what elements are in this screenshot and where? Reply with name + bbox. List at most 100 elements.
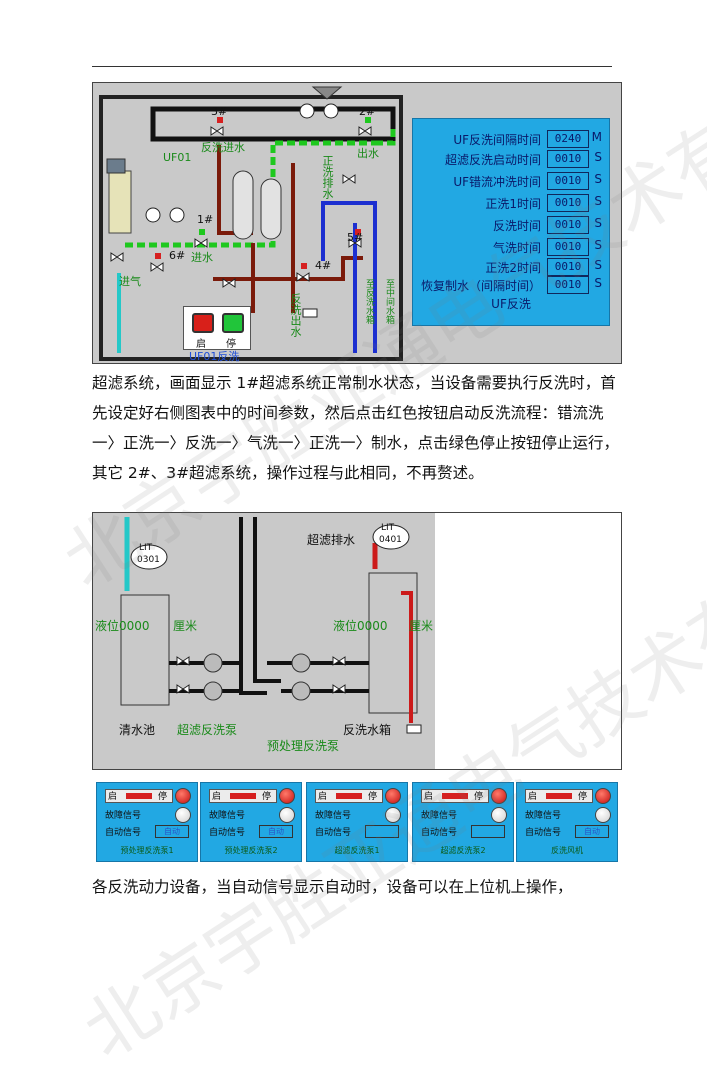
start-stop-bar[interactable]: 启停 [315,789,383,803]
valve-2-label: 出水 [357,147,379,160]
param-label: 正洗1时间 [485,197,541,211]
start-stop-bar[interactable]: 启停 [525,789,593,803]
uf-membrane-icon [232,170,254,240]
run-lamp-icon [175,788,191,804]
backwash-tank-label: 反洗水箱 [343,723,392,737]
forward-drain-label: 正洗排水 [321,155,334,199]
fault-lamp-icon [385,807,401,823]
run-lamp-icon [385,788,401,804]
fault-lamp-icon [595,807,611,823]
fault-signal-label: 故障信号 [421,811,458,821]
param-label: UF反洗间隔时间 [453,133,541,147]
param-value-input[interactable]: 0010 [547,150,589,168]
fault-lamp-icon [175,807,191,823]
valve-icon [176,684,190,694]
stop-button[interactable] [222,313,244,333]
auto-state-field: 自动 [155,825,189,838]
drain-tank-icon [406,724,422,734]
valve-9-icon [342,174,356,184]
running-indicator [126,793,152,799]
valve-1-number: 1# [197,213,214,226]
uf-backwash-parameter-panel: UF反洗间隔时间 0240 M 超滤反洗启动时间 0010 S UF错流冲洗时间… [412,118,610,326]
stop-label: 停 [262,792,272,802]
param-unit: S [594,172,602,186]
valve-2-indicator [365,117,371,123]
param-value-input[interactable]: 0240 [547,130,589,148]
uf-membrane-icon-2 [260,178,282,240]
auto-signal-label: 自动信号 [209,828,246,838]
start-label: 启 [318,792,328,802]
param-unit: S [594,258,602,272]
param-row: 气洗时间 0010 S [417,237,605,257]
pressure-gauge-icon [145,207,161,223]
backwash-tank-figure: LIT 0301 LIT 0401 超滤排水 液位0000 厘米 液位0000 … [92,512,622,770]
pretreatment-backwash-pump-label: 预处理反洗泵 [267,739,340,753]
pump-icon [203,681,223,701]
auto-signal-label: 自动信号 [315,828,352,838]
stop-label: 停 [474,792,484,802]
param-value-input[interactable]: 0010 [547,194,589,212]
uf01-control-box: 启 停 [183,306,251,350]
valve-3-label: 反洗进水 [201,141,245,154]
param-label: 恢复制水（间隔时间） [420,279,541,293]
valve-icon [176,656,190,666]
param-value-input[interactable]: 0010 [547,172,589,190]
param-value-input[interactable]: 0010 [547,238,589,256]
valve-7-icon [222,278,236,288]
start-button[interactable] [192,313,214,333]
device-panel: 启停 故障信号 自动信号 超滤反洗泵2 [412,782,514,862]
param-unit: M [591,130,602,144]
lit-0401-icon [372,524,410,550]
run-lamp-icon [595,788,611,804]
pressure-gauge-icon-3 [299,103,315,119]
param-value-input[interactable]: 0010 [547,258,589,276]
param-label: 气洗时间 [492,241,541,255]
lit-0301-tag: LIT [139,543,153,553]
blower-icon [311,86,343,100]
run-lamp-icon [279,788,295,804]
valve-1-label: 进水 [191,251,213,264]
pressure-gauge-icon-2 [169,207,185,223]
running-indicator [230,793,256,799]
param-label: 反洗时间 [492,219,541,233]
param-value-input[interactable]: 0010 [547,276,589,294]
valve-6-indicator [155,253,161,259]
start-stop-bar[interactable]: 启停 [105,789,173,803]
uf-backwash-pump-label: 超滤反洗泵 [177,723,238,737]
run-lamp-icon [491,788,507,804]
clear-pool-tank [120,594,170,706]
backwash-tank-level: 液位0000 [333,619,388,633]
uf-drain-label: 超滤排水 [307,533,356,547]
device-panel: 启停 故障信号 自动信号 超滤反洗泵1 [306,782,408,862]
clear-pool-level-unit: 厘米 [173,619,198,633]
lit-0401-tag: LIT [381,523,395,533]
clear-pool-label: 清水池 [119,723,156,737]
param-value-input[interactable]: 0010 [547,216,589,234]
start-label: 启 [424,792,434,802]
start-stop-bar[interactable]: 启停 [209,789,277,803]
start-label: 启 [212,792,222,802]
auto-signal-label: 自动信号 [525,828,562,838]
valve-5-icon [348,238,362,248]
valve-4-indicator [301,263,307,269]
start-label: 启 [108,792,118,802]
param-row: UF错流冲洗时间 0010 S [417,171,605,191]
param-row: 反洗时间 0010 S [417,215,605,235]
stop-label: 停 [368,792,378,802]
valve-3-indicator [217,117,223,123]
stop-label: 停 [158,792,168,802]
valve-6-icon [150,262,164,272]
param-label: 超滤反洗启动时间 [444,153,541,167]
start-stop-bar[interactable]: 启停 [421,789,489,803]
valve-6-label: 进气 [119,275,141,288]
auto-state-field: 自动 [259,825,293,838]
device-name: 预处理反洗泵1 [120,846,174,855]
uf01-label: UF01 [163,151,192,164]
drain-line [321,201,377,353]
valve-1-indicator [199,229,205,235]
param-label: 正洗2时间 [485,261,541,275]
pump-icon [291,681,311,701]
backwash-tank [368,572,418,714]
param-row: 正洗1时间 0010 S [417,193,605,213]
fault-signal-label: 故障信号 [209,811,246,821]
